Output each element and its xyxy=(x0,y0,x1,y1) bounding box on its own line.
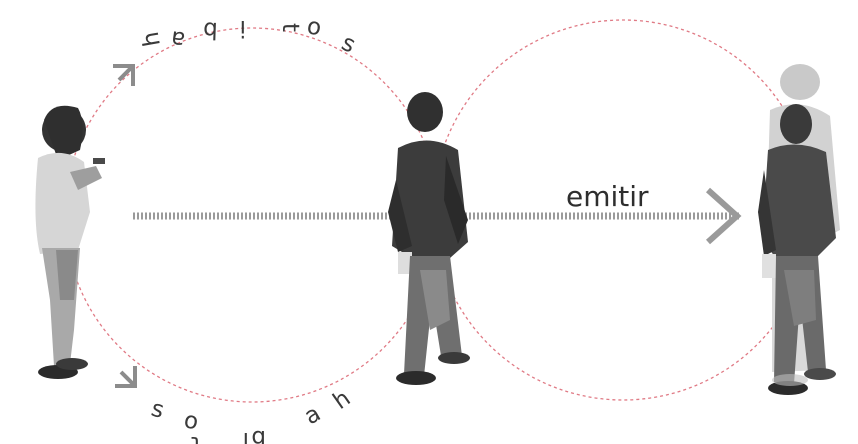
person-ghosted-figure xyxy=(758,64,840,395)
bottom-arc-label: h a b i t o s xyxy=(148,385,355,444)
top-arc-letter: i xyxy=(240,15,246,41)
person-with-phone-figure xyxy=(35,106,105,379)
bottom-arc-letter: i xyxy=(243,427,249,444)
person-dark-jacket-figure xyxy=(388,92,470,385)
bottom-arc-letter: a xyxy=(300,401,325,431)
top-arc-letter: a xyxy=(169,25,187,53)
emit-label: emitir xyxy=(566,180,649,213)
chevron-down-right-icon xyxy=(117,368,135,386)
top-arc-letter: t xyxy=(277,23,303,32)
top-arc-letter: b xyxy=(203,16,219,42)
bottom-arc-letter: s xyxy=(148,396,166,424)
bottom-arc-letter: h xyxy=(329,385,356,415)
chevron-up-right-icon xyxy=(115,66,133,84)
top-arc-letter: h xyxy=(138,30,166,49)
top-arc-letter: s xyxy=(337,30,359,59)
top-arc-letter: o xyxy=(305,13,323,41)
top-arc-label: h a b i t o s xyxy=(138,13,360,58)
bottom-arc-letter: b xyxy=(251,425,266,444)
